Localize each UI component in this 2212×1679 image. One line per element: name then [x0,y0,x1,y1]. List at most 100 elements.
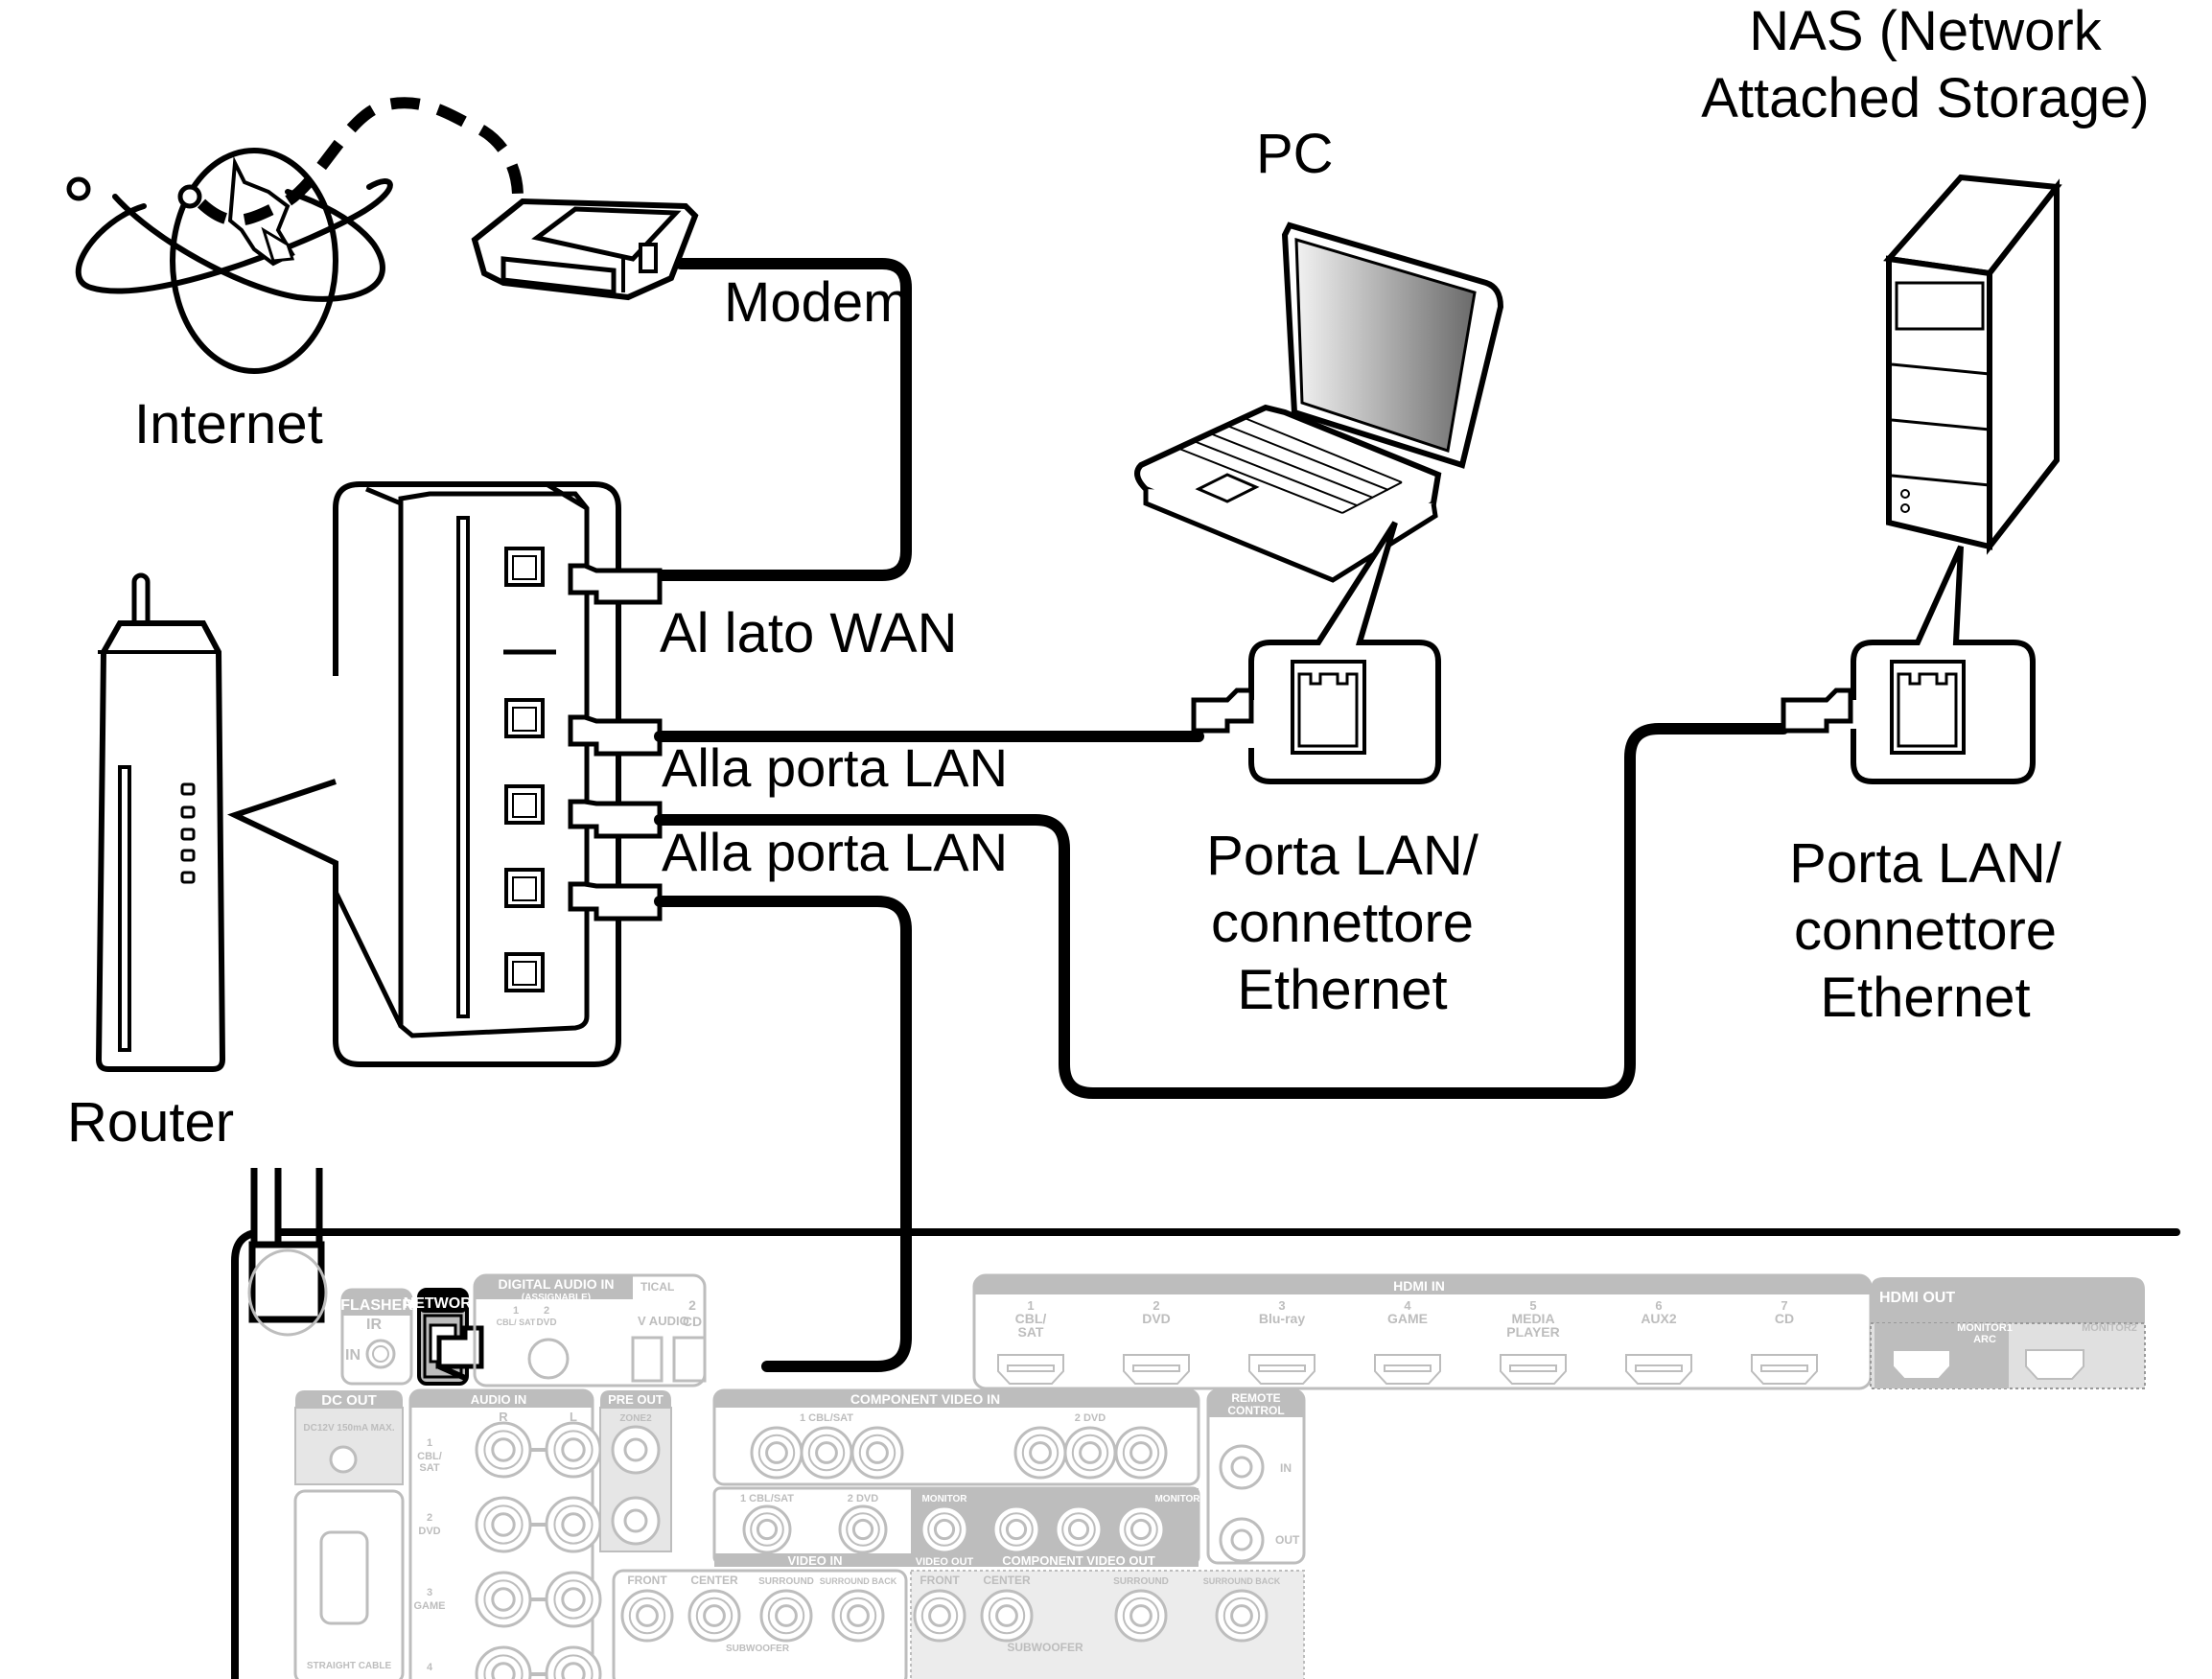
arc-label: ARC [1973,1334,1996,1345]
video-out-label: VIDEO OUT [916,1556,974,1568]
front-label-2: FRONT [920,1574,960,1587]
rca-jack-r [475,1496,532,1553]
pc-port-label-line1: Porta LAN/ [1206,825,1479,887]
hdmi-connector-icon [1248,1354,1316,1385]
video-jack-5 [1054,1504,1104,1554]
pre-out-section: PRE OUT ZONE2 [599,1390,672,1552]
digital-audio-in-label: DIGITAL AUDIO IN [498,1276,614,1292]
rca-jack-l [545,1645,602,1679]
rj45-plug-nas [1781,688,1853,734]
video-jack-4 [991,1504,1041,1554]
nas-port-callout [1781,545,2036,784]
receiver-rear-panel: FLASHER IR IN NETWORK DIGITAL AUDIO IN ( [231,1168,2180,1679]
hdmi-in-name-2: SAT [1018,1324,1044,1340]
optical-cd-label: CD [683,1314,702,1329]
antenna-icon [247,1168,328,1337]
hdmi-in-name: DVD [1142,1311,1171,1326]
nas-port-label-line1: Porta LAN/ [1789,832,2062,895]
router-port-lan-1 [504,698,545,738]
optical-tv-label: V AUDIO [638,1314,689,1328]
rj45-plug-pc [1191,688,1254,734]
component-video-in-jack-4 [1013,1426,1067,1480]
pc-port-label-line2: connettore [1211,892,1474,954]
network-label: NETWORK [404,1295,483,1312]
video-in-out-section: 1 CBL/SAT 2 DVD MONITOR MONITOR VIDEO IN… [712,1486,1200,1568]
pre-out-channel-jack-2 [687,1589,741,1643]
pre-out-channel-jack-3 [759,1589,813,1643]
surround-back-label: SURROUND BACK [820,1576,897,1586]
rs232c-section: STRAIGHT CABLE [293,1489,405,1679]
pc-port-callout [1191,521,1441,784]
rj45-plug-lan-1 [568,714,663,757]
pre-out-channel-jack-5 [913,1589,966,1643]
audio-in-num: 1 [427,1437,432,1449]
router-port-lan-3 [504,868,545,908]
digital-audio-in-section: DIGITAL AUDIO IN (ASSIGNABLE) TICAL 1 CB… [473,1273,707,1388]
wan-side-label: Al lato WAN [660,602,957,665]
straight-cable-label: STRAIGHT CABLE [307,1661,392,1671]
pre-out-channel-jack-4 [831,1589,885,1643]
audio-in-row-4: 4 [427,1645,602,1679]
rca-jack-r [475,1421,532,1479]
flasher-in-label: IN [345,1347,361,1364]
hdmi-in-port-7: 7CD [1751,1298,1818,1385]
hdmi-in-name: CBL/ [1015,1311,1047,1326]
center-label: CENTER [690,1574,738,1587]
internet-label: Internet [134,393,323,455]
component-video-out-label: COMPONENT VIDEO OUT [1002,1553,1155,1568]
pc-port-label-line3: Ethernet [1237,959,1447,1021]
pre-out-label: PRE OUT [608,1392,664,1407]
hdmi-in-num: 7 [1781,1298,1787,1313]
hdmi-in-name: MEDIA [1511,1311,1554,1326]
component-video-in-jack-6 [1114,1426,1168,1480]
subwoofer-label: SUBWOOFER [726,1644,790,1654]
pre-out-channels-section: FRONT CENTER SURROUND SURROUND BACK FRON… [612,1569,1305,1679]
rj45-plug-lan-3 [568,881,663,921]
center-label-2: CENTER [983,1574,1031,1587]
component-video-in-jack-5 [1063,1426,1117,1480]
internet-globe-icon [66,148,393,374]
pre-out-channel-jack-6 [980,1589,1034,1643]
audio-in-num: 4 [427,1662,433,1673]
cvi-1-label: 1 CBL/SAT [800,1412,853,1424]
router-icon [95,572,226,1072]
dc-out-label: DC OUT [321,1392,377,1409]
ethernet-port-icon [1291,660,1366,755]
hdmi-out-1-port [1892,1349,1951,1380]
pre-out-channel-jack-7 [1114,1589,1168,1643]
surround-label-2: SURROUND [1113,1576,1169,1587]
hdmi-in-name: Blu-ray [1259,1311,1305,1326]
audio-in-name: CBL/ [417,1451,442,1462]
audio-in-name: DVD [418,1526,440,1537]
lan-port-label-2: Alla porta LAN [662,822,1008,882]
modem-icon [471,198,699,301]
hdmi-in-name: CD [1775,1311,1794,1326]
dc-out-section: DC OUT DC12V 150mA MAX. [294,1390,404,1485]
cvi-2-label: 2 DVD [1075,1412,1106,1424]
dc-spec-label: DC12V 150mA MAX. [303,1423,394,1434]
router-port-wan [504,547,545,587]
component-video-in-jack-1 [750,1426,803,1480]
video-jack-2 [838,1504,888,1554]
surround-label: SURROUND [758,1576,814,1587]
nas-tower-icon [1883,174,2062,555]
rj45-plug-receiver [436,1325,484,1381]
coax-2-num: 2 [544,1305,549,1317]
hdmi-in-num: 1 [1027,1298,1034,1313]
zone2-label: ZONE2 [619,1413,652,1424]
assignable-label: (ASSIGNABLE) [522,1293,591,1303]
audio-in-label: AUDIO IN [471,1392,527,1407]
hdmi-in-name-2: PLAYER [1506,1324,1560,1340]
component-video-in-section: COMPONENT VIDEO IN 1 CBL/SAT 2 DVD [712,1388,1200,1486]
modem-label: Modem [724,271,909,334]
hdmi-in-num: 6 [1655,1298,1662,1313]
nas-label-line2: Attached Storage) [1701,67,2150,129]
